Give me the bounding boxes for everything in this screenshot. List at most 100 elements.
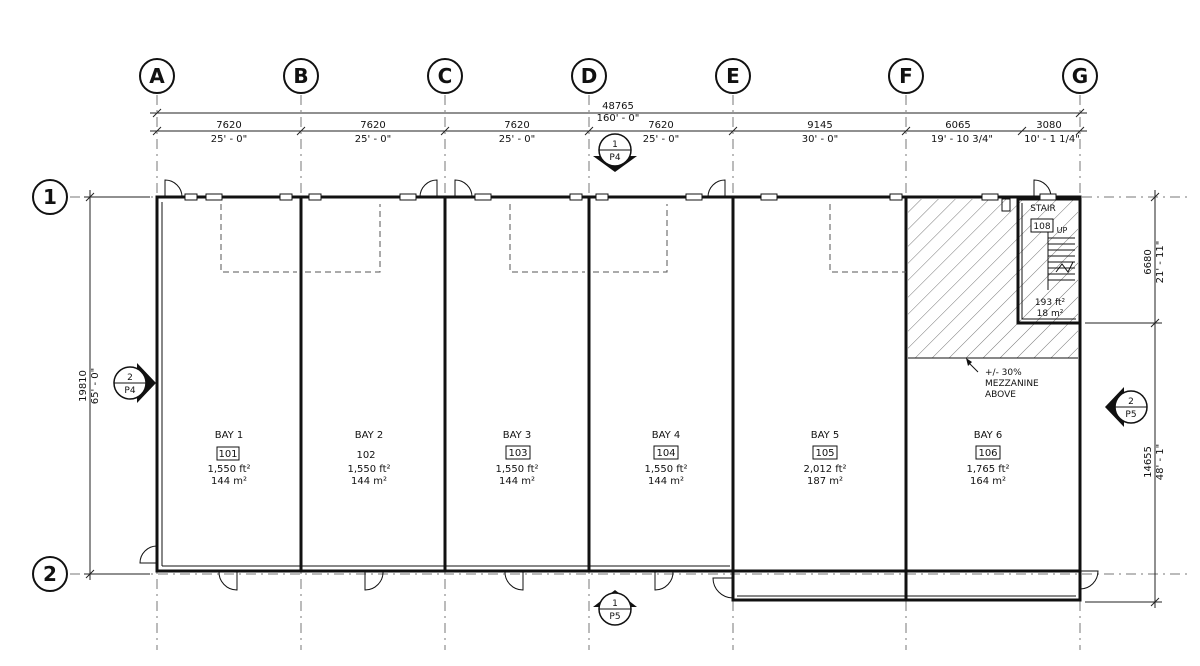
column-dim-imperial-4: 25' - 0"	[643, 134, 679, 145]
grid-bubble-D: D	[571, 58, 607, 94]
grid-label-E: E	[726, 64, 740, 88]
section-marker-top: 1 P4	[593, 133, 637, 172]
room-tag-bay-2: BAY 2 102 1,550 ft² 144 m²	[347, 430, 390, 487]
room-area-ft: 1,550 ft²	[495, 464, 538, 475]
building-walls	[155, 195, 1082, 602]
room-number: 106	[978, 448, 997, 459]
room-name: BAY 5	[811, 430, 840, 441]
section-marker-bottom: 1 P5	[593, 590, 637, 626]
mezzanine-note-line-1: +/- 30%	[985, 368, 1022, 378]
grid-bubble-E: E	[715, 58, 751, 94]
column-dim-mm-5: 9145	[807, 120, 832, 131]
grid-bubble-2: 2	[32, 556, 68, 592]
stair-area-ft: 193 ft²	[1035, 298, 1066, 308]
overall-dim-imperial: 160' - 0"	[597, 113, 640, 124]
grid-label-A: A	[149, 64, 165, 88]
right-dim-mm-2: 14655	[1143, 446, 1154, 478]
room-area-m: 144 m²	[211, 476, 247, 487]
room-number: 105	[815, 448, 834, 459]
overall-dim-mm: 48765	[602, 101, 634, 112]
column-dim-mm-3: 7620	[504, 120, 529, 131]
grid-label-G: G	[1072, 64, 1088, 88]
grid-bubble-1: 1	[32, 179, 68, 215]
column-dim-mm-2: 7620	[360, 120, 385, 131]
column-dim-imperial-7: 10' - 1 1/4"	[1024, 134, 1080, 145]
right-dimensions: 6680 21' - 11" 14655 48' - 1"	[1085, 190, 1166, 608]
room-area-m: 144 m²	[648, 476, 684, 487]
stair-number: 108	[1033, 222, 1050, 232]
room-tag-bay-5: BAY 5 105 2,012 ft² 187 m²	[803, 430, 846, 487]
stair-treads	[1047, 232, 1075, 290]
top-dimensions: 48765 160' - 0" 7620 25' - 0" 7620 25' -…	[150, 101, 1087, 145]
grid-bubble-C: C	[427, 58, 463, 94]
room-number: 102	[356, 450, 375, 461]
stair-up-label: UP	[1057, 226, 1068, 235]
room-tag-bay-3: BAY 3 103 1,550 ft² 144 m²	[495, 430, 538, 487]
column-dim-imperial-3: 25' - 0"	[499, 134, 535, 145]
grid-bubble-G: G	[1062, 58, 1098, 94]
section-top-sheet: P4	[609, 153, 620, 163]
column-dim-mm-6: 6065	[945, 120, 970, 131]
grid-label-F: F	[899, 64, 913, 88]
grid-label-B: B	[293, 64, 308, 88]
doors	[139, 179, 1099, 599]
column-dim-imperial-1: 25' - 0"	[211, 134, 247, 145]
section-left-num: 2	[127, 373, 133, 383]
room-number: 103	[508, 448, 527, 459]
column-dim-mm-7: 3080	[1036, 120, 1061, 131]
section-marker-right: 2 P5	[1105, 387, 1148, 427]
overhead-dashed-lines	[220, 204, 906, 273]
left-dim-imperial: 65' - 0"	[90, 368, 101, 404]
grid-bubble-F: F	[888, 58, 924, 94]
section-right-sheet: P5	[1125, 410, 1136, 420]
right-dim-imperial-1: 21' - 11"	[1155, 241, 1166, 284]
grid-label-D: D	[581, 64, 598, 88]
room-area-m: 144 m²	[499, 476, 535, 487]
room-tag-bay-4: BAY 4 104 1,550 ft² 144 m²	[644, 430, 687, 487]
room-area-m: 164 m²	[970, 476, 1006, 487]
stair-area-m: 18 m²	[1037, 309, 1064, 319]
section-bottom-num: 1	[612, 599, 618, 609]
grid-bubble-A: A	[139, 58, 175, 94]
room-name: BAY 4	[652, 430, 681, 441]
room-area-ft: 1,765 ft²	[966, 464, 1009, 475]
section-right-num: 2	[1128, 397, 1134, 407]
column-dim-imperial-2: 25' - 0"	[355, 134, 391, 145]
section-bottom-sheet: P5	[609, 612, 620, 622]
room-area-m: 187 m²	[807, 476, 843, 487]
room-name: BAY 6	[974, 430, 1003, 441]
grid-label-C: C	[438, 64, 453, 88]
room-area-ft: 1,550 ft²	[207, 464, 250, 475]
grid-lines	[70, 95, 1190, 650]
left-dimension: 19810 65' - 0"	[78, 190, 150, 580]
grid-bubble-B: B	[283, 58, 319, 94]
section-left-sheet: P4	[124, 386, 135, 396]
right-dim-imperial-2: 48' - 1"	[1155, 444, 1166, 480]
room-tag-bay-1: BAY 1 101 1,550 ft² 144 m²	[207, 430, 250, 487]
section-top-num: 1	[612, 140, 618, 150]
stair-name: STAIR	[1030, 204, 1056, 214]
room-name: BAY 2	[355, 430, 384, 441]
room-name: BAY 1	[215, 430, 244, 441]
room-number: 101	[218, 449, 237, 460]
column-dim-imperial-5: 30' - 0"	[802, 134, 838, 145]
mezzanine-note-line-2: MEZZANINE	[985, 379, 1039, 389]
column-dim-imperial-6: 19' - 10 3/4"	[931, 134, 993, 145]
column-dim-mm-1: 7620	[216, 120, 241, 131]
section-marker-left: 2 P4	[113, 363, 156, 403]
room-number: 104	[656, 448, 675, 459]
grid-label-2: 2	[43, 562, 57, 586]
room-area-ft: 1,550 ft²	[644, 464, 687, 475]
column-dim-mm-4: 7620	[648, 120, 673, 131]
mezzanine-note: +/- 30% MEZZANINE ABOVE	[966, 358, 1039, 400]
left-dim-mm: 19810	[78, 370, 89, 402]
room-tag-stair: STAIR 108 UP 193 ft² 18 m²	[1030, 204, 1067, 319]
room-area-m: 144 m²	[351, 476, 387, 487]
room-area-ft: 2,012 ft²	[803, 464, 846, 475]
wall-fixtures	[184, 193, 1057, 201]
room-area-ft: 1,550 ft²	[347, 464, 390, 475]
room-name: BAY 3	[503, 430, 532, 441]
mezzanine-note-line-3: ABOVE	[985, 390, 1016, 400]
right-dim-mm-1: 6680	[1143, 249, 1154, 274]
